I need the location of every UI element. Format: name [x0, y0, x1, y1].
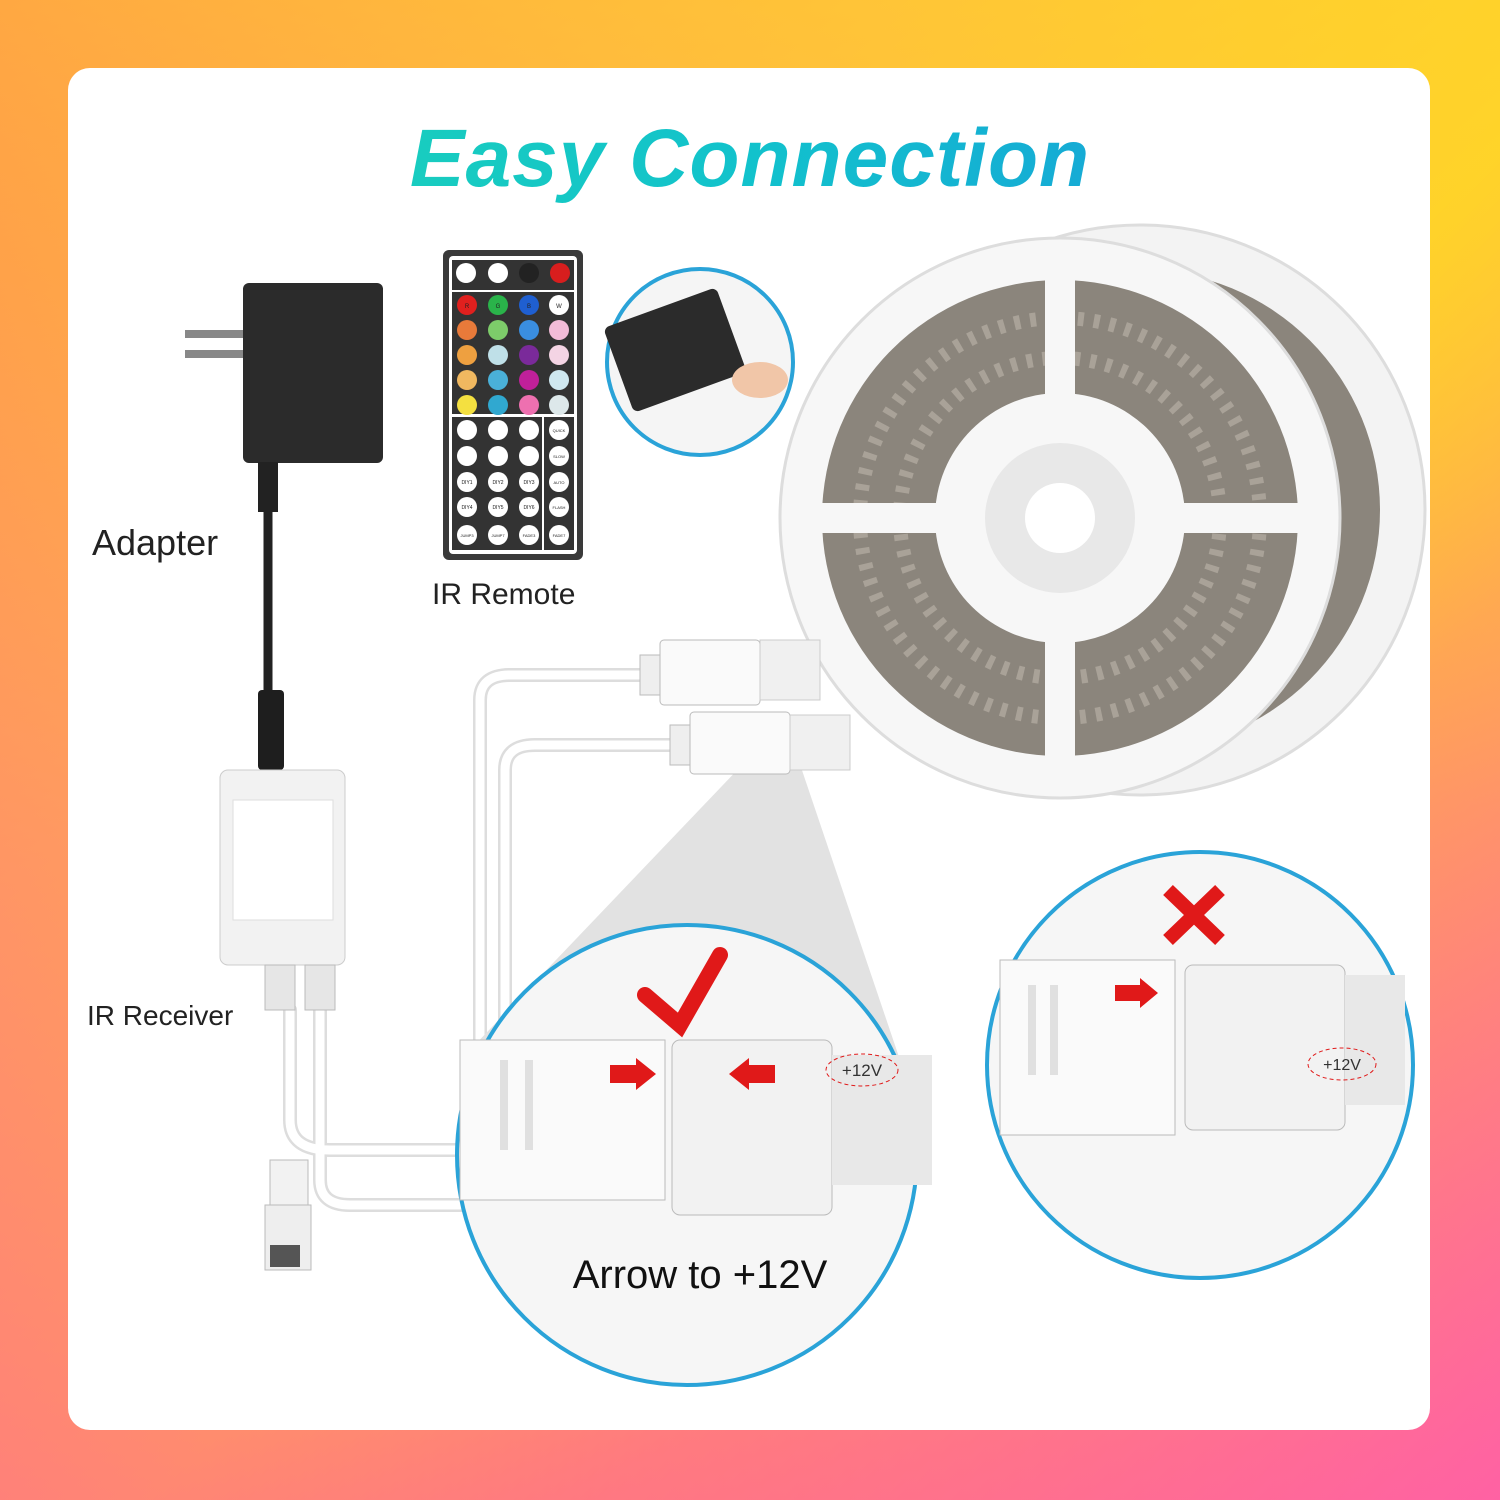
adapter	[185, 283, 383, 770]
remote-color-button	[519, 320, 539, 340]
svg-text:FADE7: FADE7	[553, 533, 566, 538]
remote-color-button	[519, 370, 539, 390]
svg-text:JUMP3: JUMP3	[460, 533, 474, 538]
wrong-connection-circle: +12V	[985, 850, 1415, 1280]
svg-text:W: W	[556, 304, 562, 310]
svg-text:DIY4: DIY4	[461, 505, 472, 511]
remote-color-button	[488, 395, 508, 415]
svg-text:JUMP7: JUMP7	[491, 533, 505, 538]
x-mark-icon	[1163, 884, 1225, 946]
adapter-label: Adapter	[92, 522, 219, 563]
svg-text:+12V: +12V	[1323, 1057, 1361, 1074]
svg-text:FLASH: FLASH	[553, 505, 566, 510]
svg-text:DIY3: DIY3	[523, 480, 534, 486]
svg-text:DIY6: DIY6	[523, 505, 534, 511]
svg-text:R: R	[465, 304, 470, 310]
check-mark-icon	[637, 947, 728, 1038]
remote-color-button	[519, 345, 539, 365]
remote-color-button	[549, 370, 569, 390]
remote-color-button	[457, 345, 477, 365]
remote-color-button	[488, 370, 508, 390]
remote-color-button	[549, 320, 569, 340]
ir-remote: R G B W DIY1 DIY2 DIY3 DIY4 DIY5 DIY6 QU…	[443, 250, 583, 560]
svg-text:AUTO: AUTO	[553, 480, 564, 485]
remote-color-button	[457, 395, 477, 415]
strip-connectors	[639, 639, 851, 775]
remote-color-button	[457, 320, 477, 340]
svg-text:DIY1: DIY1	[461, 480, 472, 486]
page-title: Easy Connection	[0, 112, 1500, 206]
remote-color-button	[549, 345, 569, 365]
ir-receiver	[219, 769, 346, 1271]
svg-text:QUICK: QUICK	[553, 428, 566, 433]
correct-connection-circle: +12V Arrow to +12V	[455, 923, 932, 1387]
svg-text:DIY2: DIY2	[492, 480, 503, 486]
svg-text:DIY5: DIY5	[492, 505, 503, 511]
svg-text:SLOW: SLOW	[553, 454, 565, 459]
arrow-note: Arrow to +12V	[573, 1253, 828, 1297]
remote-color-button	[488, 345, 508, 365]
led-strip-reels	[778, 223, 1427, 800]
svg-text:G: G	[496, 304, 501, 310]
remote-color-button	[519, 395, 539, 415]
remote-color-button	[488, 320, 508, 340]
svg-text:B: B	[527, 304, 531, 310]
remote-color-button	[549, 395, 569, 415]
remote-battery-inset	[604, 267, 795, 457]
svg-text:+12V: +12V	[842, 1061, 883, 1080]
remote-color-button	[457, 370, 477, 390]
svg-text:FADE3: FADE3	[523, 533, 536, 538]
ir-receiver-label: IR Receiver	[87, 1000, 234, 1031]
ir-remote-label: IR Remote	[432, 578, 576, 611]
